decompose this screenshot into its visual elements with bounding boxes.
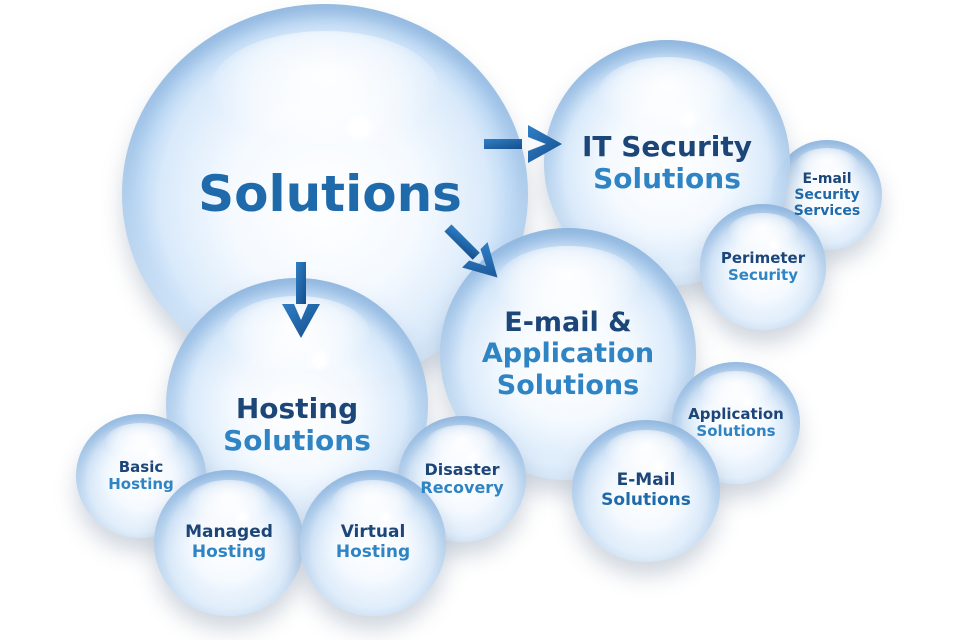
label-application: Application bbox=[688, 404, 784, 423]
label-solutions: Solutions bbox=[593, 162, 741, 195]
label-hosting: Hosting bbox=[235, 391, 359, 425]
label-solutions: Solutions bbox=[496, 369, 640, 401]
label-email: E-mail bbox=[802, 170, 852, 187]
label-basic: Basic bbox=[118, 457, 164, 476]
label-solutions: Solutions bbox=[223, 424, 371, 457]
bubble-managed-hosting: Managed Hosting bbox=[154, 470, 304, 616]
label-perimeter: Perimeter bbox=[720, 248, 806, 267]
bubble-virtual-hosting: Virtual Hosting bbox=[300, 470, 446, 616]
label-services: Services bbox=[793, 203, 861, 220]
bubble-it-security-solutions: IT Security Solutions bbox=[544, 40, 790, 286]
label-security: Security bbox=[727, 266, 799, 284]
label-hosting: Hosting bbox=[108, 475, 174, 493]
bubble-email-solutions: E-Mail Solutions bbox=[572, 420, 720, 562]
label-solutions: Solutions bbox=[696, 422, 776, 440]
label-application: Application bbox=[481, 338, 655, 370]
label-hosting: Hosting bbox=[335, 542, 411, 562]
label-it-security: IT Security bbox=[582, 129, 752, 163]
label-recovery: Recovery bbox=[420, 478, 504, 497]
label-email: E-Mail bbox=[616, 470, 676, 491]
label-solutions-main: Solutions bbox=[198, 165, 462, 223]
label-email-and: E-mail & bbox=[504, 307, 632, 339]
bubble-application-solutions: Application Solutions bbox=[672, 362, 800, 484]
label-virtual: Virtual bbox=[340, 522, 406, 543]
label-managed: Managed bbox=[185, 522, 273, 543]
label-hosting: Hosting bbox=[191, 542, 267, 562]
label-disaster: Disaster bbox=[424, 459, 500, 479]
label-security: Security bbox=[794, 186, 860, 203]
label-solutions: Solutions bbox=[601, 490, 691, 510]
bubble-perimeter-security: Perimeter Security bbox=[700, 204, 826, 330]
